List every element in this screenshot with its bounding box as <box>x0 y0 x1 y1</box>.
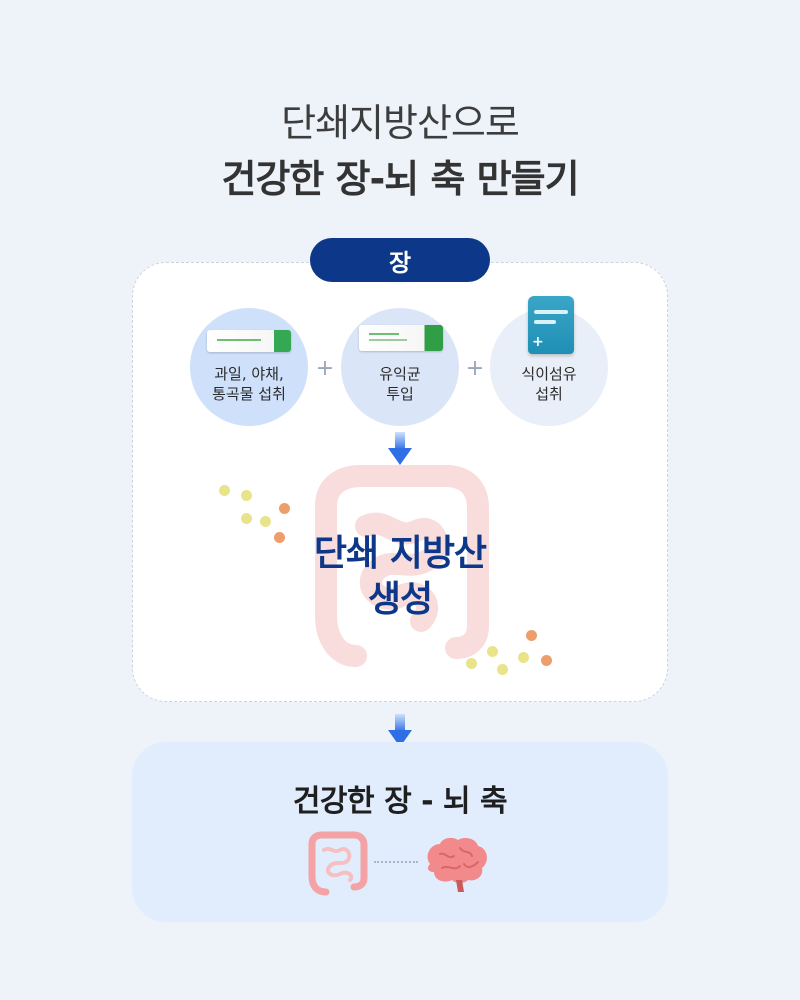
molecule-dot <box>279 503 290 514</box>
plus-sign-1: + <box>315 356 335 381</box>
brain-icon <box>420 834 492 894</box>
molecule-dot <box>219 485 230 496</box>
molecule-dot <box>241 513 252 524</box>
probiotic-stick-icon <box>359 325 443 351</box>
molecule-dot <box>497 664 508 675</box>
input-fiber-line-2: 섭취 <box>535 384 563 404</box>
stick-pack-icon <box>207 330 291 352</box>
plus-sign-2: + <box>465 356 485 381</box>
gut-brain-axis-panel <box>132 742 668 922</box>
molecule-dot <box>526 630 537 641</box>
input-diet-line-2: 통곡물 섭취 <box>212 384 286 404</box>
molecule-dot <box>487 646 498 657</box>
molecule-dot <box>241 490 252 501</box>
scfa-result-line-1: 단쇄 지방산 <box>0 524 800 576</box>
gut-label-pill: 장 <box>310 238 490 282</box>
input-probiotic-line-1: 유익균 <box>379 364 420 384</box>
title-line-1: 단쇄지방산으로 <box>0 92 800 147</box>
input-diet-line-1: 과일, 야채, <box>214 364 284 384</box>
intestine-icon <box>306 830 370 896</box>
input-fiber-line-1: 식이섬유 <box>521 364 576 384</box>
molecule-dot <box>466 658 477 669</box>
title-line-2: 건강한 장-뇌 축 만들기 <box>0 148 800 203</box>
axis-title: 건강한 장 - 뇌 축 <box>0 776 800 820</box>
input-circle-diet: 과일, 야채, 통곡물 섭취 <box>190 308 308 426</box>
scfa-result-line-2: 생성 <box>0 570 800 622</box>
molecule-dot <box>541 655 552 666</box>
axis-connector-line <box>374 861 418 863</box>
fiber-pouch-icon: + <box>528 296 574 354</box>
molecule-dot <box>518 652 529 663</box>
input-probiotic-line-2: 투입 <box>386 384 414 404</box>
